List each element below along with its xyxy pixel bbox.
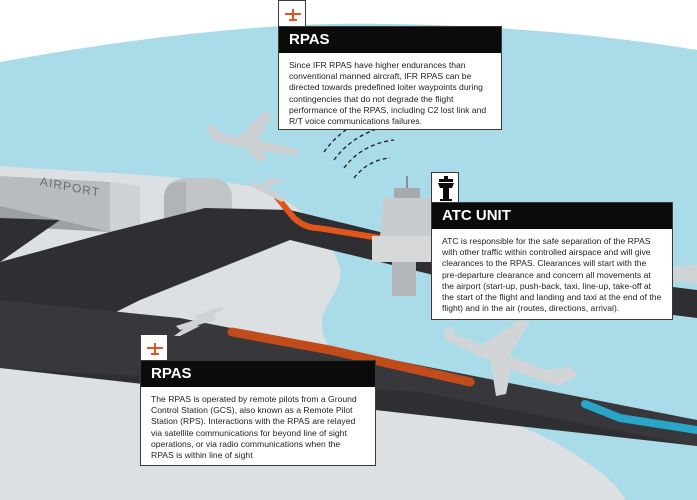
- atc-card: ATC UNIT ATC is responsible for the safe…: [431, 202, 673, 320]
- control-tower-roof: [394, 188, 420, 198]
- rpas-ground-text: The RPAS is operated by remote pilots fr…: [151, 394, 357, 461]
- takeoff-path: [227, 327, 475, 387]
- hangar-front: [164, 181, 186, 218]
- rpas-air-text: Since IFR RPAS have higher endurances th…: [289, 60, 487, 127]
- atc-title: ATC UNIT: [432, 203, 672, 229]
- terminal-building-front: [110, 182, 140, 232]
- control-tower-base: [372, 236, 448, 262]
- rpas-ground-title: RPAS: [141, 361, 375, 387]
- atc-icon-tab: [431, 172, 459, 202]
- airliner-landing: [444, 320, 578, 396]
- rpas-ground-icon-tab: [140, 334, 168, 360]
- atc-text: ATC is responsible for the safe separati…: [442, 236, 662, 314]
- drone-icon: [285, 9, 301, 21]
- control-tower-cab: [380, 198, 436, 236]
- drone-on-runway: [174, 306, 224, 336]
- arrival-path: [581, 400, 697, 434]
- rpas-air-title: RPAS: [279, 27, 501, 53]
- runway-left-apron: [0, 218, 60, 262]
- control-tower-icon: [438, 176, 454, 201]
- rpas-air-card: RPAS Since IFR RPAS have higher enduranc…: [278, 26, 502, 130]
- departure-taxi-path: [273, 193, 383, 241]
- airliner-in-flight: [206, 112, 300, 162]
- rpas-air-icon-tab: [278, 0, 306, 26]
- drone-taking-off: [250, 178, 286, 202]
- drone-icon: [147, 343, 163, 355]
- rpas-ground-card: RPAS The RPAS is operated by remote pilo…: [140, 360, 376, 466]
- terminal-building: [0, 176, 122, 232]
